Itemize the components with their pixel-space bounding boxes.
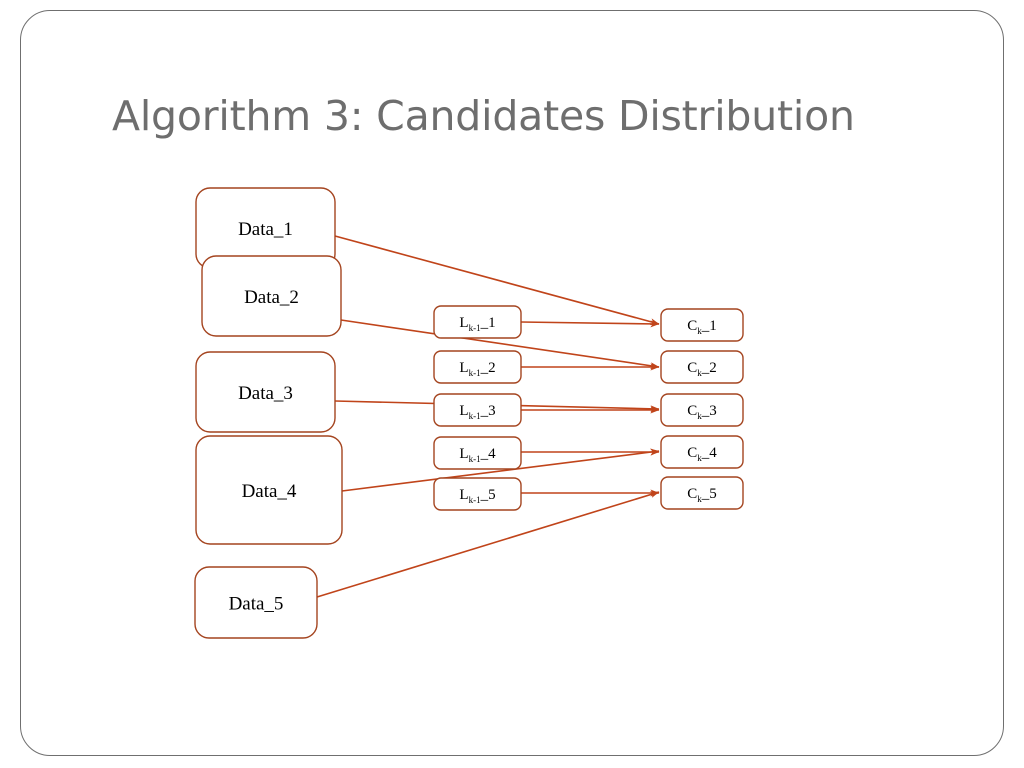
l-box-label: Lk-1_2	[459, 360, 495, 378]
l-box-suffix: _4	[480, 446, 497, 462]
c-boxes-group: Ck_1Ck_2Ck_3Ck_4Ck_5	[660, 308, 744, 510]
l-box-base: L	[459, 360, 468, 376]
data-box-shape	[195, 435, 343, 545]
data-box-label: Data_1	[238, 219, 293, 240]
data-box-label: Data_5	[229, 594, 284, 615]
l-box-l-4[interactable]: Lk-1_4	[433, 436, 522, 470]
l-box-subscript: k-1	[469, 368, 481, 378]
l-box-subscript: k-1	[469, 411, 481, 421]
c-box-c-5[interactable]: Ck_5	[660, 476, 744, 510]
c-box-base: C	[687, 403, 697, 419]
l-box-base: L	[459, 487, 468, 503]
l-box-label: Lk-1_5	[459, 487, 495, 505]
l-box-l-1[interactable]: Lk-1_1	[433, 305, 522, 339]
c-box-subscript: k	[697, 494, 702, 504]
c-box-c-2[interactable]: Ck_2	[660, 350, 744, 384]
l-box-shape	[433, 393, 522, 427]
c-box-suffix: _4	[701, 445, 718, 461]
l-box-subscript: k-1	[469, 323, 481, 333]
c-box-label: Ck_5	[687, 486, 717, 504]
c-box-label: Ck_2	[687, 360, 717, 378]
data-box-data_4[interactable]: Data_4	[195, 435, 343, 545]
l-box-label: Lk-1_4	[459, 446, 496, 464]
data-box-label: Data_4	[242, 481, 297, 502]
l-box-label: Lk-1_1	[459, 315, 495, 333]
c-box-label: Ck_4	[687, 445, 717, 463]
l-boxes-group: Lk-1_1Lk-1_2Lk-1_3Lk-1_4Lk-1_5	[433, 305, 522, 511]
arrow-data4-c4	[341, 448, 660, 492]
l-box-shape	[433, 436, 522, 470]
c-box-suffix: _1	[701, 318, 717, 334]
arrow-l1-c1	[520, 320, 660, 328]
c-box-shape	[660, 308, 744, 342]
data-box-shape	[195, 351, 336, 433]
l-box-l-5[interactable]: Lk-1_5	[433, 477, 522, 511]
c-box-base: C	[687, 318, 697, 334]
c-box-subscript: k	[697, 411, 702, 421]
c-box-label: Ck_1	[687, 318, 717, 336]
l-box-shape	[433, 305, 522, 339]
c-box-subscript: k	[697, 368, 702, 378]
l-box-suffix: _5	[480, 487, 496, 503]
l-box-l-3[interactable]: Lk-1_3	[433, 393, 522, 427]
l-box-shape	[433, 477, 522, 511]
l-box-shape	[433, 350, 522, 384]
c-box-shape	[660, 435, 744, 469]
data-box-data_2[interactable]: Data_2	[201, 255, 342, 337]
c-box-base: C	[687, 360, 697, 376]
data-box-shape	[201, 255, 342, 337]
c-box-shape	[660, 350, 744, 384]
c-box-suffix: _3	[701, 403, 717, 419]
l-box-suffix: _3	[480, 403, 496, 419]
arrow-data1-c1	[334, 235, 660, 326]
c-box-shape	[660, 476, 744, 510]
c-box-base: C	[687, 486, 697, 502]
c-box-suffix: _5	[701, 486, 717, 502]
l-box-base: L	[459, 446, 468, 462]
l-box-label: Lk-1_3	[459, 403, 495, 421]
c-box-c-1[interactable]: Ck_1	[660, 308, 744, 342]
c-box-suffix: _2	[701, 360, 717, 376]
data-box-shape	[194, 566, 318, 639]
l-box-l-2[interactable]: Lk-1_2	[433, 350, 522, 384]
c-box-c-3[interactable]: Ck_3	[660, 393, 744, 427]
l-box-base: L	[459, 403, 468, 419]
c-box-subscript: k	[697, 453, 702, 463]
c-box-label: Ck_3	[687, 403, 717, 421]
arrow-data2-c2	[340, 319, 660, 370]
data-box-data_5[interactable]: Data_5	[194, 566, 318, 639]
c-box-c-4[interactable]: Ck_4	[660, 435, 744, 469]
l-box-subscript: k-1	[469, 495, 481, 505]
c-box-subscript: k	[697, 326, 702, 336]
arrow-data5-c5	[316, 491, 660, 598]
c-box-shape	[660, 393, 744, 427]
l-box-subscript: k-1	[469, 454, 481, 464]
page-title: Algorithm 3: Candidates Distribution	[112, 92, 855, 140]
l-box-base: L	[459, 315, 468, 331]
data-box-data_3[interactable]: Data_3	[195, 351, 336, 433]
data-box-label: Data_2	[244, 287, 299, 308]
data-box-label: Data_3	[238, 383, 293, 404]
l-box-suffix: _1	[480, 315, 496, 331]
c-box-base: C	[687, 445, 697, 461]
l-box-suffix: _2	[480, 360, 496, 376]
